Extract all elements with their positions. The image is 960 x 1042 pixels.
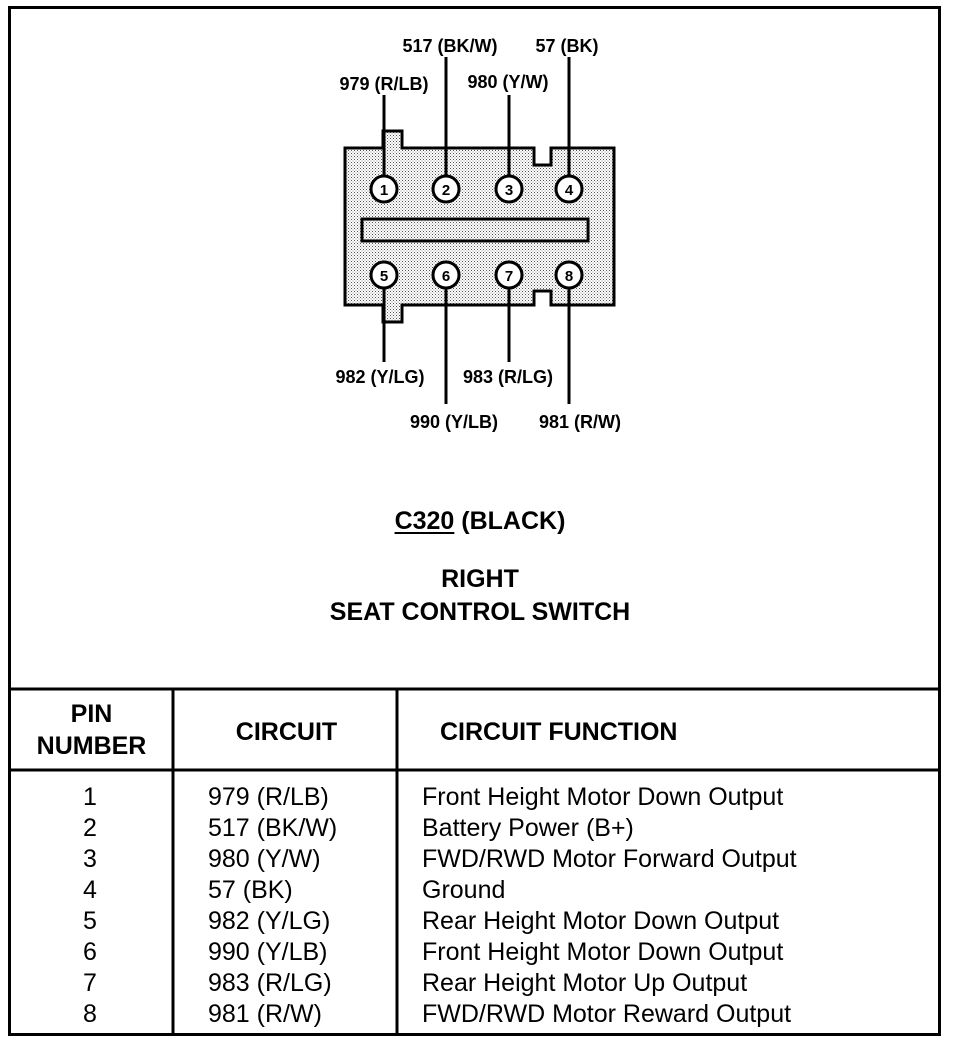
wire-label-pin-6: 990 (Y/LB) [410, 412, 498, 432]
row-pin: 7 [83, 969, 97, 997]
row-function: Front Height Motor Down Output [422, 783, 784, 811]
row-circuit: 980 (Y/W) [208, 845, 321, 873]
wire-label-pin-7: 983 (R/LG) [463, 367, 553, 387]
pin-5: 5 [369, 260, 399, 290]
row-function: Rear Height Motor Up Output [422, 969, 748, 997]
pin-6: 6 [431, 260, 461, 290]
header-pin-line2: NUMBER [36, 732, 147, 760]
svg-text:1: 1 [380, 182, 388, 199]
diagram-frame [8, 6, 941, 1036]
wire-label-pin-4: 57 (BK) [535, 36, 598, 56]
connector-color: (BLACK) [461, 507, 566, 535]
row-function: FWD/RWD Motor Reward Output [422, 1000, 792, 1028]
svg-text:7: 7 [505, 268, 513, 285]
connector-id: C320 [394, 507, 455, 535]
table-row: 8 981 (R/W) FWD/RWD Motor Reward Output [0, 1000, 960, 1031]
table-row: 7 983 (R/LG) Rear Height Motor Up Output [0, 969, 960, 1000]
row-circuit: 982 (Y/LG) [208, 907, 331, 935]
svg-text:4: 4 [565, 182, 574, 199]
row-circuit: 57 (BK) [208, 876, 293, 904]
row-pin: 6 [83, 938, 97, 966]
table-row: 2 517 (BK/W) Battery Power (B+) [0, 814, 960, 845]
pin-2: 2 [431, 174, 461, 204]
pin-3: 3 [494, 174, 524, 204]
table-row: 3 980 (Y/W) FWD/RWD Motor Forward Output [0, 845, 960, 876]
row-circuit: 981 (R/W) [208, 1000, 322, 1028]
row-circuit: 990 (Y/LB) [208, 938, 328, 966]
header-circuit-function: CIRCUIT FUNCTION [440, 718, 678, 746]
pin-7: 7 [494, 260, 524, 290]
connector-title: C320 (BLACK) [0, 507, 960, 536]
wire-label-pin-3: 980 (Y/W) [467, 72, 548, 92]
row-function: Front Height Motor Down Output [422, 938, 784, 966]
wire-label-pin-5: 982 (Y/LG) [335, 367, 424, 387]
row-function: FWD/RWD Motor Forward Output [422, 845, 797, 873]
component-name-line1: RIGHT [441, 565, 519, 593]
table-row: 5 982 (Y/LG) Rear Height Motor Down Outp… [0, 907, 960, 938]
row-pin: 2 [83, 814, 97, 842]
table-row: 6 990 (Y/LB) Front Height Motor Down Out… [0, 938, 960, 969]
svg-text:8: 8 [565, 268, 573, 285]
row-circuit: 979 (R/LB) [208, 783, 329, 811]
wire-label-pin-8: 981 (R/W) [539, 412, 621, 432]
pin-1: 1 [369, 174, 399, 204]
pin-4: 4 [554, 174, 584, 204]
header-circuit: CIRCUIT [235, 718, 338, 746]
wire-label-pin-1: 979 (R/LB) [339, 74, 428, 94]
svg-text:6: 6 [442, 268, 450, 285]
row-pin: 1 [83, 783, 97, 811]
pin-8: 8 [554, 260, 584, 290]
row-function: Battery Power (B+) [422, 814, 634, 842]
row-function: Rear Height Motor Down Output [422, 907, 780, 935]
table-row: 4 57 (BK) Ground [0, 876, 960, 907]
row-pin: 8 [83, 1000, 97, 1028]
component-name-line2: SEAT CONTROL SWITCH [329, 598, 631, 626]
wire-label-pin-2: 517 (BK/W) [402, 36, 497, 56]
header-pin-line1: PIN [70, 700, 113, 728]
pin-table-body: 1 979 (R/LB) Front Height Motor Down Out… [0, 783, 960, 1031]
row-pin: 4 [83, 876, 97, 904]
svg-text:3: 3 [505, 182, 513, 199]
row-circuit: 517 (BK/W) [208, 814, 338, 842]
row-circuit: 983 (R/LG) [208, 969, 332, 997]
svg-text:2: 2 [442, 182, 450, 199]
table-row: 1 979 (R/LB) Front Height Motor Down Out… [0, 783, 960, 814]
connector-keyway [360, 217, 590, 243]
row-pin: 3 [83, 845, 97, 873]
row-function: Ground [422, 876, 506, 904]
svg-text:5: 5 [380, 268, 388, 285]
row-pin: 5 [83, 907, 97, 935]
